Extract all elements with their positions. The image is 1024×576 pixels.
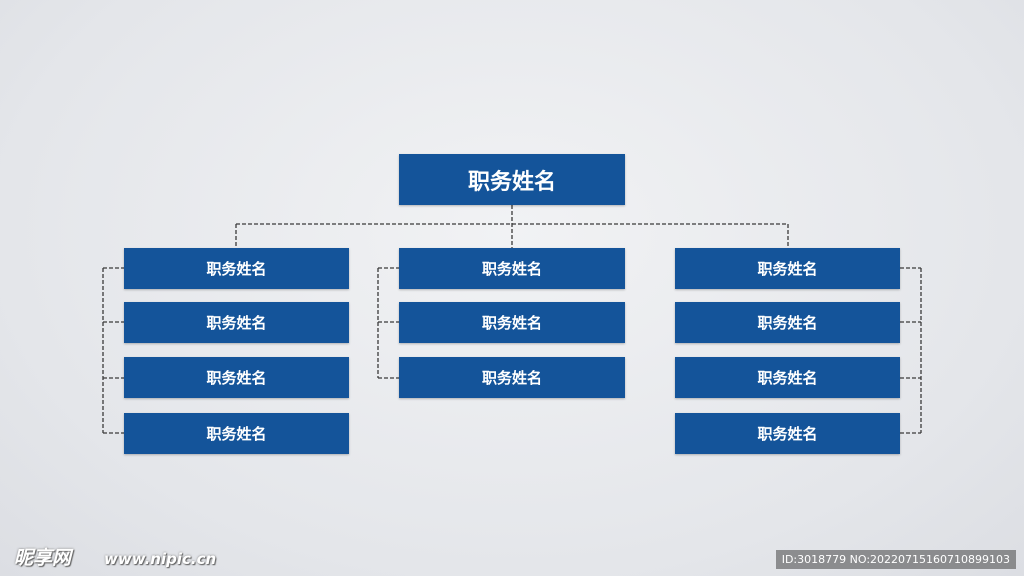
left-node-3: 职务姓名 [124,357,349,398]
right-node-4: 职务姓名 [675,413,900,454]
right-node-2: 职务姓名 [675,302,900,343]
watermark-id: ID:3018779 NO:20220715160710899103 [775,550,1016,569]
watermark-logo: 昵享网 [14,547,72,569]
middle-node-2: 职务姓名 [399,302,625,343]
middle-node-1: 职务姓名 [399,248,625,289]
middle-node-3: 职务姓名 [399,357,625,398]
left-node-1: 职务姓名 [124,248,349,289]
root-node: 职务姓名 [399,154,625,205]
left-node-2: 职务姓名 [124,302,349,343]
watermark-url: www.nipic.cn [104,550,217,568]
right-node-1: 职务姓名 [675,248,900,289]
left-node-4: 职务姓名 [124,413,349,454]
right-node-3: 职务姓名 [675,357,900,398]
